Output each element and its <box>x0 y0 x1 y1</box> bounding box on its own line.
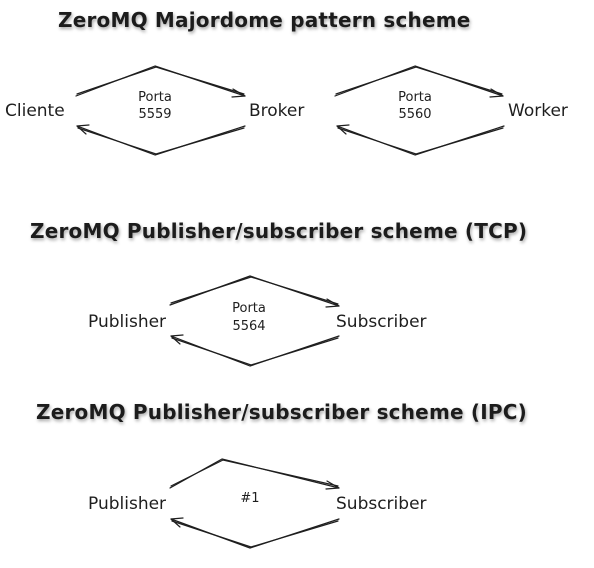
arrow-broker-to-worker-stroke2 <box>335 66 503 95</box>
port-label-line2: 5559 <box>138 107 171 122</box>
node-subscriber: Subscriber <box>336 312 427 332</box>
arrow-broker-to-worker <box>334 65 504 97</box>
arrow-subscriber-to-publisher <box>170 518 340 549</box>
arrowhead-publisher <box>170 517 184 528</box>
arrow-worker-to-broker-stroke2 <box>337 127 504 155</box>
arrow-publisher-to-subscriber-stroke2 <box>170 459 339 487</box>
link-publisher-subscriber-ipc: #1 <box>169 458 340 549</box>
section-title-pubsub-ipc: ZeroMQ Publisher/subscriber scheme (IPC) <box>36 400 527 424</box>
section-majordome: ZeroMQ Majordome pattern scheme Cliente … <box>5 8 568 156</box>
node-broker: Broker <box>249 101 304 121</box>
port-label-line1: Porta <box>398 90 432 105</box>
node-worker: Worker <box>508 101 568 121</box>
arrow-worker-to-broker <box>336 125 505 156</box>
arrow-cliente-to-broker <box>75 65 246 97</box>
arrowhead-subscriber <box>325 298 340 308</box>
arrowhead-broker-back <box>336 124 350 135</box>
section-pubsub-ipc: ZeroMQ Publisher/subscriber scheme (IPC)… <box>36 400 527 549</box>
arrow-publisher-to-subscriber-stroke2 <box>170 276 339 305</box>
arrow-publisher-to-subscriber <box>169 275 340 307</box>
arrow-broker-to-cliente-stroke2 <box>77 127 245 155</box>
port-label-line1: Porta <box>138 90 172 105</box>
arrowhead-broker <box>231 88 246 98</box>
link-cliente-broker: Porta 5559 <box>75 65 246 156</box>
arrow-subscriber-to-publisher-stroke2 <box>171 337 339 366</box>
arrowhead-subscriber <box>325 480 340 490</box>
link-broker-worker: Porta 5560 <box>334 65 505 156</box>
arrowhead-worker <box>489 88 504 98</box>
arrow-cliente-to-broker-stroke2 <box>76 66 245 95</box>
port-label-line1: Porta <box>232 301 266 316</box>
link-publisher-subscriber-tcp: Porta 5564 <box>169 275 340 367</box>
arrow-subscriber-to-publisher-stroke2 <box>171 520 339 548</box>
section-title-majordome: ZeroMQ Majordome pattern scheme <box>58 8 471 32</box>
arrowhead-publisher <box>170 334 184 345</box>
arrow-broker-to-cliente <box>76 125 246 156</box>
port-label-line2: 5564 <box>232 319 265 334</box>
node-publisher: Publisher <box>88 494 166 514</box>
section-pubsub-tcp: ZeroMQ Publisher/subscriber scheme (TCP)… <box>30 219 527 367</box>
node-publisher: Publisher <box>88 312 166 332</box>
arrowhead-cliente <box>76 124 90 135</box>
node-cliente: Cliente <box>5 101 65 121</box>
section-title-pubsub-tcp: ZeroMQ Publisher/subscriber scheme (TCP) <box>30 219 527 243</box>
ipc-endpoint-label: #1 <box>240 491 259 506</box>
arrow-subscriber-to-publisher <box>170 335 340 367</box>
port-label-line2: 5560 <box>398 107 431 122</box>
node-subscriber: Subscriber <box>336 494 427 514</box>
